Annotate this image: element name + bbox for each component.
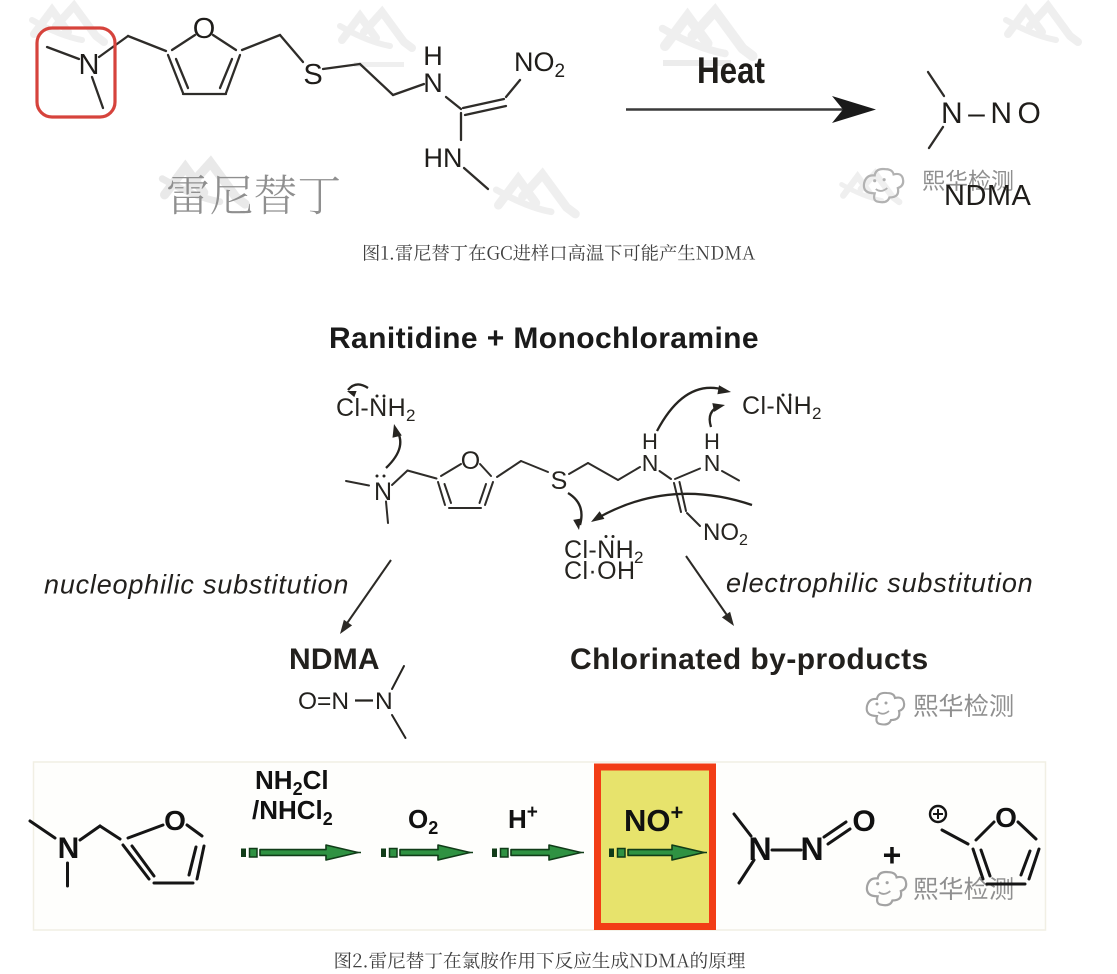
svg-text:O: O — [164, 805, 186, 836]
svg-text:/NHCl2: /NHCl2 — [252, 795, 333, 829]
svg-text:N: N — [800, 831, 823, 867]
svg-text:O: O — [852, 805, 875, 838]
svg-text:N: N — [704, 450, 721, 476]
svg-text:O: O — [995, 802, 1017, 833]
svg-text:N: N — [748, 831, 771, 867]
svg-text:Heat: Heat — [697, 50, 765, 91]
svg-text:nucleophilic substitution: nucleophilic substitution — [44, 570, 349, 600]
svg-text:NDMA: NDMA — [944, 180, 1032, 212]
svg-text:Cl-NH2: Cl-NH2 — [742, 392, 822, 423]
svg-text:O: O — [193, 13, 216, 45]
svg-text:N: N — [79, 49, 100, 81]
svg-text:N: N — [58, 832, 80, 865]
svg-text:NDMA: NDMA — [289, 643, 380, 676]
svg-text:S: S — [551, 467, 568, 495]
svg-text:N–NO: N–NO — [941, 97, 1046, 130]
svg-text:+: + — [883, 837, 902, 873]
svg-text:N: N — [374, 478, 392, 506]
svg-text:Ranitidine + Monochloramine: Ranitidine + Monochloramine — [329, 322, 759, 355]
svg-text:Cl-NH2: Cl-NH2 — [336, 394, 416, 425]
svg-text:H: H — [704, 429, 720, 454]
svg-text:Chlorinated by-products: Chlorinated by-products — [570, 643, 929, 676]
svg-text:N: N — [375, 688, 393, 715]
svg-text:N: N — [642, 450, 659, 476]
svg-text:S: S — [303, 59, 322, 91]
svg-text:H: H — [423, 41, 443, 71]
svg-text:Cl-NH2: Cl-NH2 — [564, 536, 644, 567]
svg-text:O2: O2 — [408, 804, 438, 838]
svg-text:N: N — [423, 68, 443, 98]
svg-text:NH2Cl: NH2Cl — [255, 765, 329, 799]
svg-text:H: H — [642, 429, 658, 454]
svg-text:O: O — [461, 447, 480, 475]
svg-text:HN: HN — [424, 143, 463, 173]
svg-text:O=N: O=N — [298, 688, 349, 715]
svg-text:electrophilic substitution: electrophilic substitution — [726, 568, 1033, 598]
svg-text:Cl·OH: Cl·OH — [564, 557, 635, 585]
